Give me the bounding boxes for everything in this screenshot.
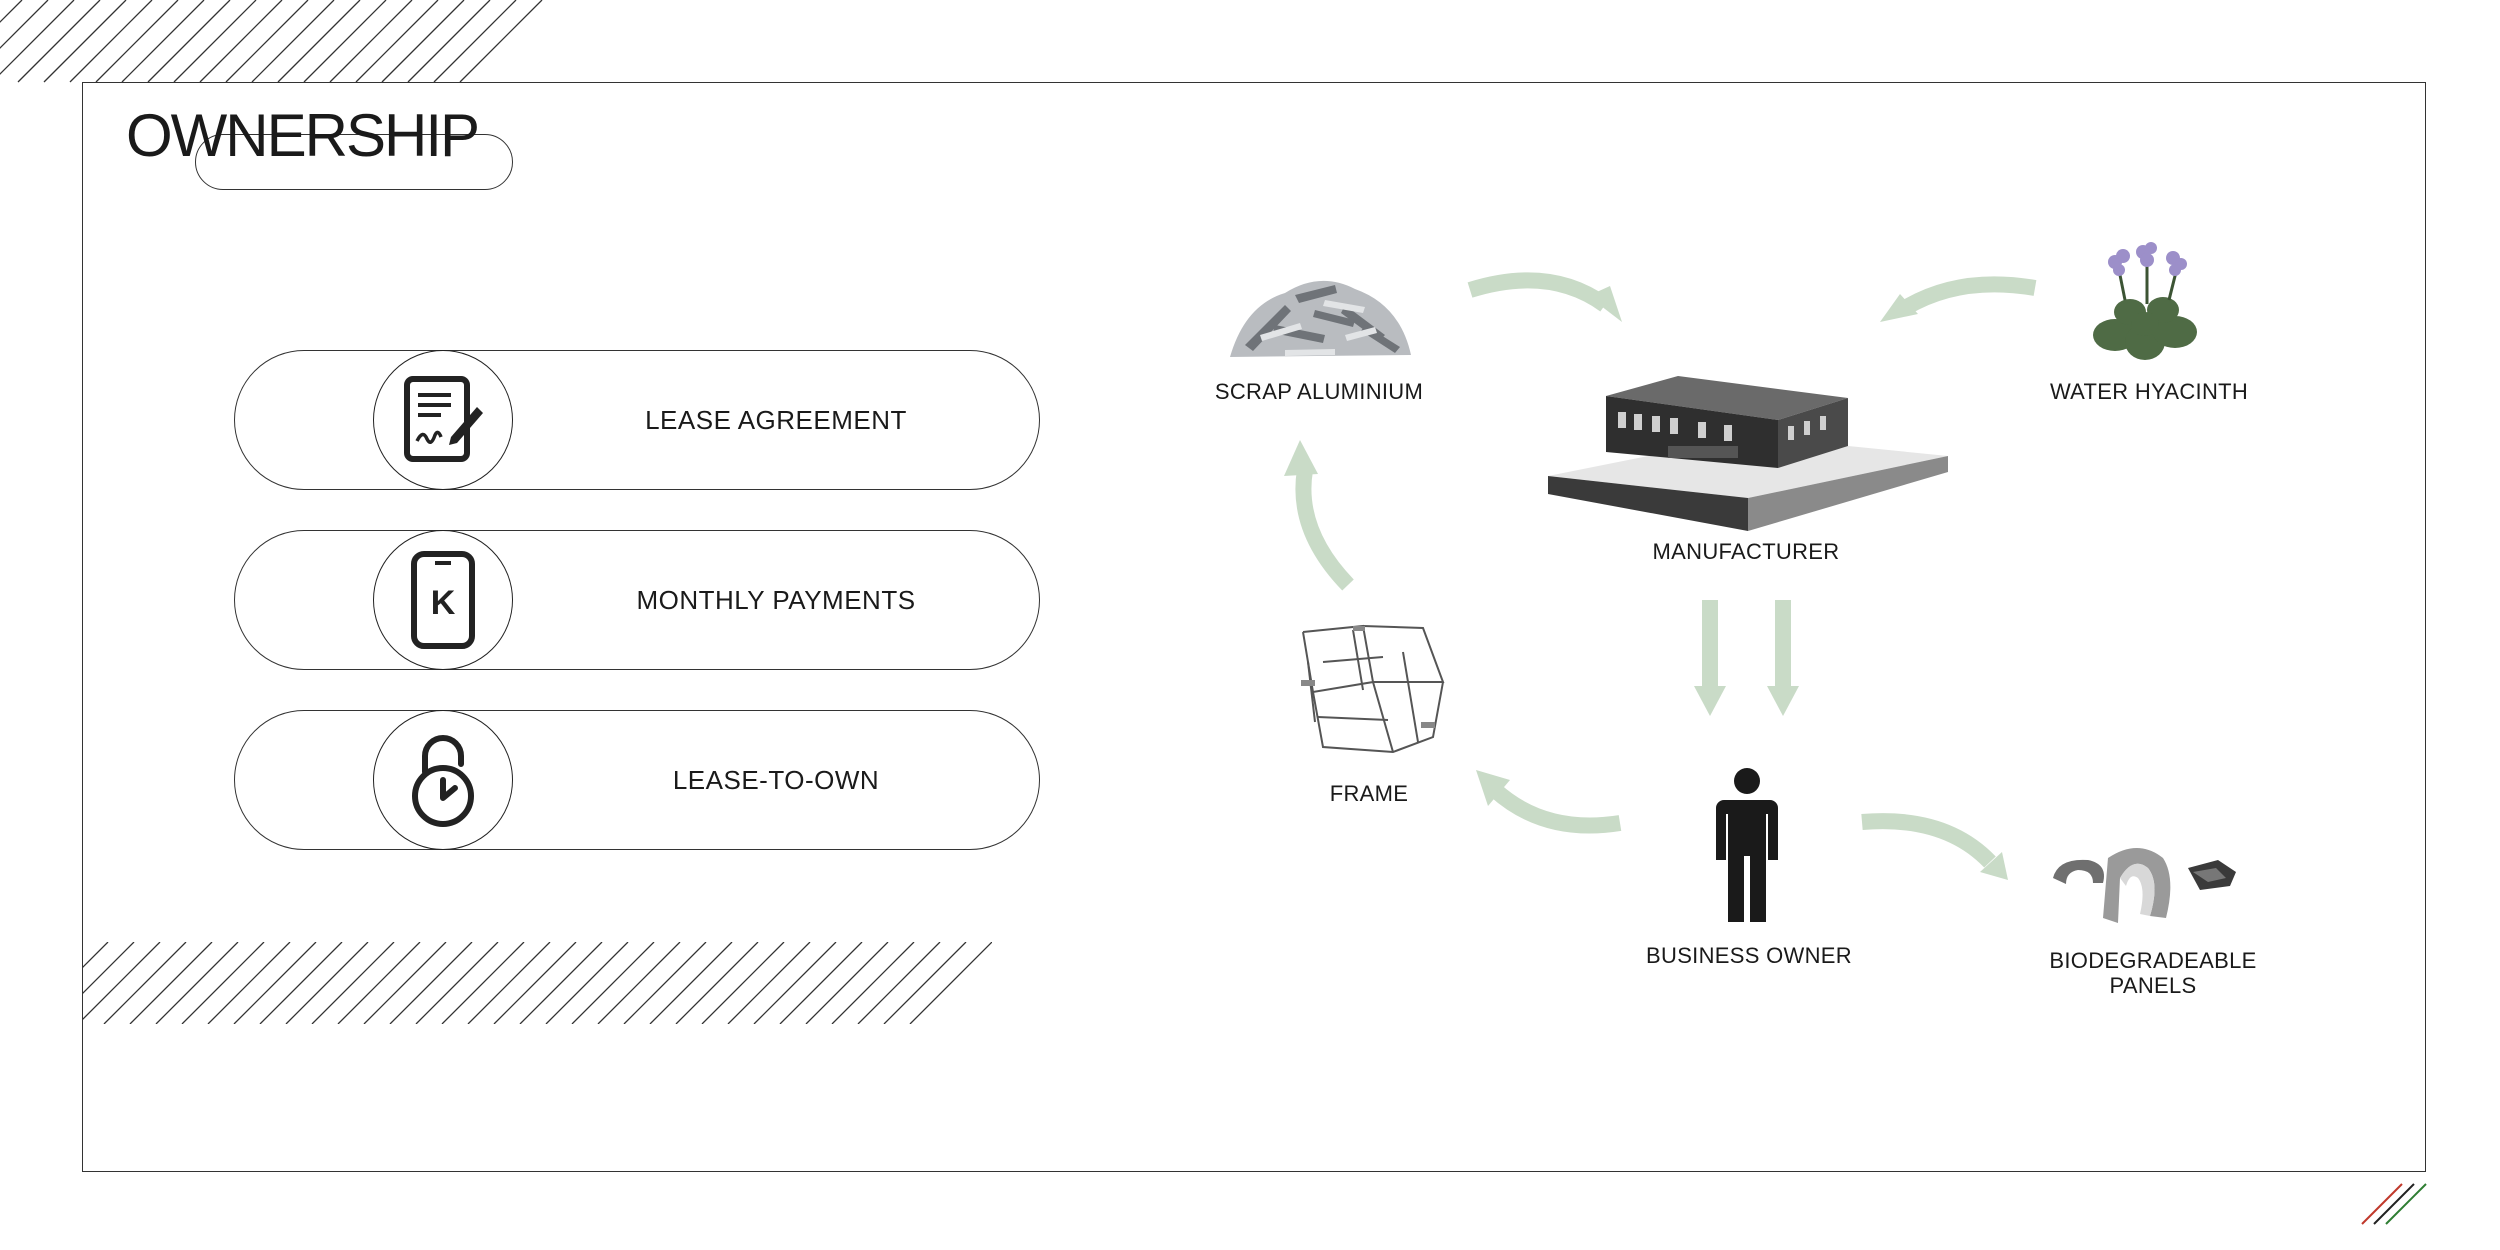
- node-label-line: PANELS: [2109, 973, 2197, 999]
- node-label-scrap-aluminium: SCRAP ALUMINIUM: [1214, 379, 1424, 404]
- padlock-clock-icon: [373, 710, 513, 850]
- mobile-payment-icon: K: [373, 530, 513, 670]
- arrow-owner-to-frame: [1489, 783, 1622, 834]
- accent-stripes: [2361, 1183, 2427, 1225]
- arrow-scrap-to-manufacturer: [1467, 272, 1610, 312]
- manufacturer-building-image: [1548, 376, 1948, 531]
- content-frame: [82, 82, 2426, 1172]
- water-hyacinth-image: [2093, 242, 2197, 360]
- option-lease-agreement: LEASE AGREEMENT: [234, 350, 1040, 490]
- arrow-hyacinth-to-manufacturer: [1900, 276, 2037, 315]
- option-label: MONTHLY PAYMENTS: [636, 584, 916, 615]
- node-label-manufacturer: MANUFACTURER: [1652, 539, 1840, 564]
- payment-letter: K: [431, 584, 456, 622]
- biodegradeable-panels-image: [2053, 848, 2236, 923]
- frame-image: [1301, 624, 1445, 754]
- hatch-top-left: [0, 0, 543, 83]
- node-label-business-owner: BUSINESS OWNER: [1646, 943, 1852, 968]
- scrap-aluminium-image: [1230, 280, 1411, 357]
- node-label-water-hyacinth: WATER HYACINTH: [2049, 379, 2249, 404]
- hatch-bottom-left: [82, 942, 992, 1024]
- option-label: LEASE-TO-OWN: [672, 764, 880, 795]
- node-label-biodegradeable-panels: BIODEGRADEABLE PANELS: [2049, 948, 2256, 999]
- contract-sign-icon: [373, 350, 513, 490]
- option-label: LEASE AGREEMENT: [645, 404, 907, 435]
- title-underline-pill: [195, 134, 513, 190]
- arrow-frame-to-scrap: [1295, 468, 1354, 591]
- node-label-line: BIODEGRADEABLE: [2049, 948, 2257, 973]
- page-title: OWNERSHIP: [126, 102, 480, 169]
- business-owner-person-icon: [1716, 768, 1778, 922]
- option-monthly-payments: K MONTHLY PAYMENTS: [234, 530, 1040, 670]
- node-label-frame: FRAME: [1329, 781, 1409, 806]
- option-lease-to-own: LEASE-TO-OWN: [234, 710, 1040, 850]
- arrow-owner-to-panels: [1861, 813, 1996, 868]
